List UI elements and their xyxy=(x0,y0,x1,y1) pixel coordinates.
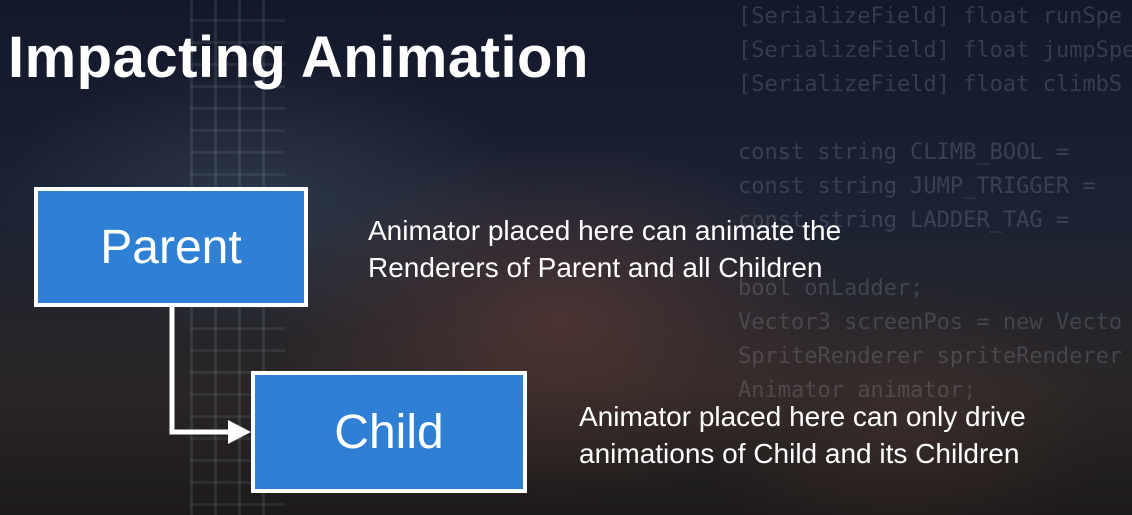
child-node-label: Child xyxy=(334,405,444,459)
background-code: [SerializeField] float runSpe [SerializeF… xyxy=(738,0,1132,408)
parent-description-line: Renderers of Parent and all Children xyxy=(368,252,823,283)
code-line: [SerializeField] float runSpe xyxy=(738,4,1123,29)
child-description-line: animations of Child and its Children xyxy=(579,438,1020,469)
code-line: const string JUMP_TRIGGER = xyxy=(738,174,1096,199)
parent-node: Parent xyxy=(34,187,308,307)
code-line: Animator animator; xyxy=(738,378,977,403)
code-line: bool onLadder; xyxy=(738,276,924,301)
parent-description-line: Animator placed here can animate the xyxy=(368,215,842,246)
code-line: [SerializeField] float jumpSpe xyxy=(738,38,1132,63)
parent-node-label: Parent xyxy=(100,220,242,274)
child-description: Animator placed here can only drive anim… xyxy=(579,398,1026,472)
code-line: SpriteRenderer spriteRenderer xyxy=(738,344,1123,369)
slide-title: Impacting Animation xyxy=(8,25,589,90)
code-line: Vector3 screenPos = new Vecto xyxy=(738,310,1123,335)
parent-description: Animator placed here can animate the Ren… xyxy=(368,212,841,286)
code-line xyxy=(738,102,1132,136)
child-description-line: Animator placed here can only drive xyxy=(579,401,1026,432)
code-line: const string LADDER_TAG = xyxy=(738,208,1070,233)
code-line: [SerializeField] float climbS xyxy=(738,72,1123,97)
code-line: const string CLIMB_BOOL = xyxy=(738,140,1070,165)
child-node: Child xyxy=(251,371,527,493)
